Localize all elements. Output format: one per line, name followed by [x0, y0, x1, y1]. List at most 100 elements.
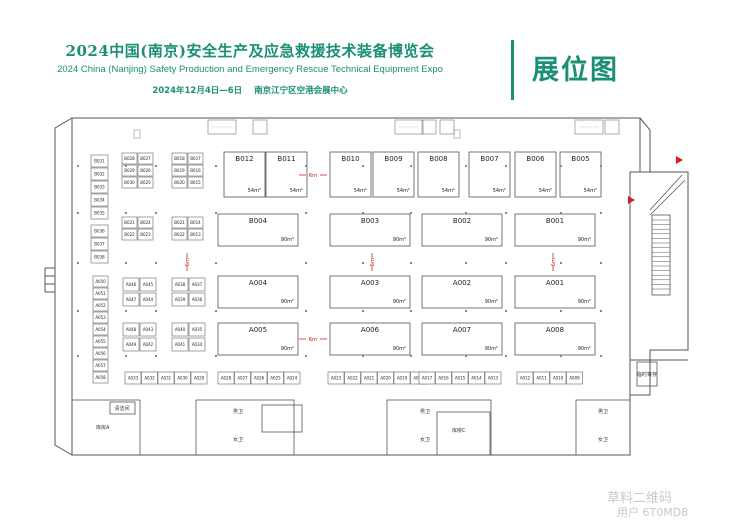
- booth-A048[interactable]: A048: [122, 322, 140, 337]
- booth-B029[interactable]: B029: [121, 164, 138, 177]
- booth-A019[interactable]: A019: [393, 371, 411, 385]
- booth-A040[interactable]: A040: [171, 322, 189, 337]
- booth-A052[interactable]: A052: [92, 299, 109, 312]
- booth-A015[interactable]: A015: [451, 371, 469, 385]
- booth-A011[interactable]: A011: [533, 371, 550, 385]
- booth-A026[interactable]: A026: [250, 371, 268, 385]
- booth-B030[interactable]: B030: [121, 176, 138, 189]
- booth-A037[interactable]: A037: [188, 277, 206, 292]
- booth-A036[interactable]: A036: [188, 292, 206, 307]
- booth-id: A010: [553, 376, 564, 381]
- booth-A023[interactable]: A023: [327, 371, 345, 385]
- booth-A033[interactable]: A033: [124, 371, 142, 385]
- booth-A055[interactable]: A055: [92, 335, 109, 348]
- booth-B018[interactable]: B018: [171, 152, 188, 165]
- booth-A024[interactable]: A024: [283, 371, 301, 385]
- booth-A035[interactable]: A035: [188, 322, 206, 337]
- booth-A013[interactable]: A013: [484, 371, 502, 385]
- booth-A045[interactable]: A045: [139, 277, 157, 292]
- aisle-label: 6m: [185, 258, 191, 267]
- booth-B034[interactable]: B034: [90, 193, 109, 207]
- booth-A029[interactable]: A029: [190, 371, 208, 385]
- booth-A020[interactable]: A020: [377, 371, 394, 385]
- booth-B035[interactable]: B035: [90, 206, 109, 220]
- booth-B021[interactable]: B021: [171, 216, 188, 229]
- booth-B037[interactable]: B037: [90, 237, 109, 251]
- booth-B032[interactable]: B032: [90, 167, 109, 181]
- booth-A051[interactable]: A051: [92, 287, 109, 300]
- booth-B025[interactable]: B025: [137, 176, 154, 189]
- booth-A030[interactable]: A030: [174, 371, 191, 385]
- booth-A017[interactable]: A017: [418, 371, 436, 385]
- booth-A012[interactable]: A012: [516, 371, 534, 385]
- booth-B027[interactable]: B027: [137, 152, 154, 165]
- booth-A025[interactable]: A025: [267, 371, 284, 385]
- booth-A054[interactable]: A054: [92, 323, 109, 336]
- booth-A031[interactable]: A031: [157, 371, 175, 385]
- booth-id: A037: [192, 282, 203, 287]
- booth-B019[interactable]: B019: [171, 164, 188, 177]
- booth-A041[interactable]: A041: [171, 337, 189, 352]
- booth-B021[interactable]: B021: [121, 216, 138, 229]
- booth-A021[interactable]: A021: [360, 371, 378, 385]
- booth-A044[interactable]: A044: [139, 292, 157, 307]
- booth-A056[interactable]: A056: [92, 347, 109, 360]
- booth-A038[interactable]: A038: [171, 277, 189, 292]
- booth-B013[interactable]: B013: [187, 228, 204, 241]
- booth-B028[interactable]: B028: [121, 152, 138, 165]
- booth-B015[interactable]: B015: [187, 176, 204, 189]
- booth-A028[interactable]: A028: [217, 371, 235, 385]
- booth-A009[interactable]: A009: [566, 371, 583, 385]
- booth-B022[interactable]: B022: [171, 228, 188, 241]
- booth-B017[interactable]: B017: [187, 152, 204, 165]
- booth-A022[interactable]: A022: [344, 371, 361, 385]
- booth-B024[interactable]: B024: [137, 216, 154, 229]
- booth-B026[interactable]: B026: [137, 164, 154, 177]
- booth-B022[interactable]: B022: [121, 228, 138, 241]
- booth-A032[interactable]: A032: [141, 371, 158, 385]
- booth-B014[interactable]: B014: [187, 216, 204, 229]
- booth-A010[interactable]: A010: [549, 371, 567, 385]
- booth-A034[interactable]: A034: [188, 337, 206, 352]
- booth-B038[interactable]: B038: [90, 250, 109, 264]
- booth-A047[interactable]: A047: [122, 292, 140, 307]
- booth-B020[interactable]: B020: [171, 176, 188, 189]
- booth-A027[interactable]: A027: [234, 371, 251, 385]
- booth-A057[interactable]: A057: [92, 359, 109, 372]
- booth-A016[interactable]: A016: [435, 371, 452, 385]
- booth-B023[interactable]: B023: [137, 228, 154, 241]
- booth-A014[interactable]: A014: [468, 371, 485, 385]
- booth-A053[interactable]: A053: [92, 311, 109, 324]
- booth-A050[interactable]: A050: [92, 275, 109, 288]
- booth-A043[interactable]: A043: [139, 322, 157, 337]
- booth-A058[interactable]: A058: [92, 371, 109, 384]
- booth-B031[interactable]: B031: [90, 154, 109, 168]
- booth-B016[interactable]: B016: [187, 164, 204, 177]
- booth-B033[interactable]: B033: [90, 180, 109, 194]
- booth-B036[interactable]: B036: [90, 224, 109, 238]
- booth-A049[interactable]: A049: [122, 337, 140, 352]
- booth-A042[interactable]: A042: [139, 337, 157, 352]
- booth-A046[interactable]: A046: [122, 277, 140, 292]
- booth-A039[interactable]: A039: [171, 292, 189, 307]
